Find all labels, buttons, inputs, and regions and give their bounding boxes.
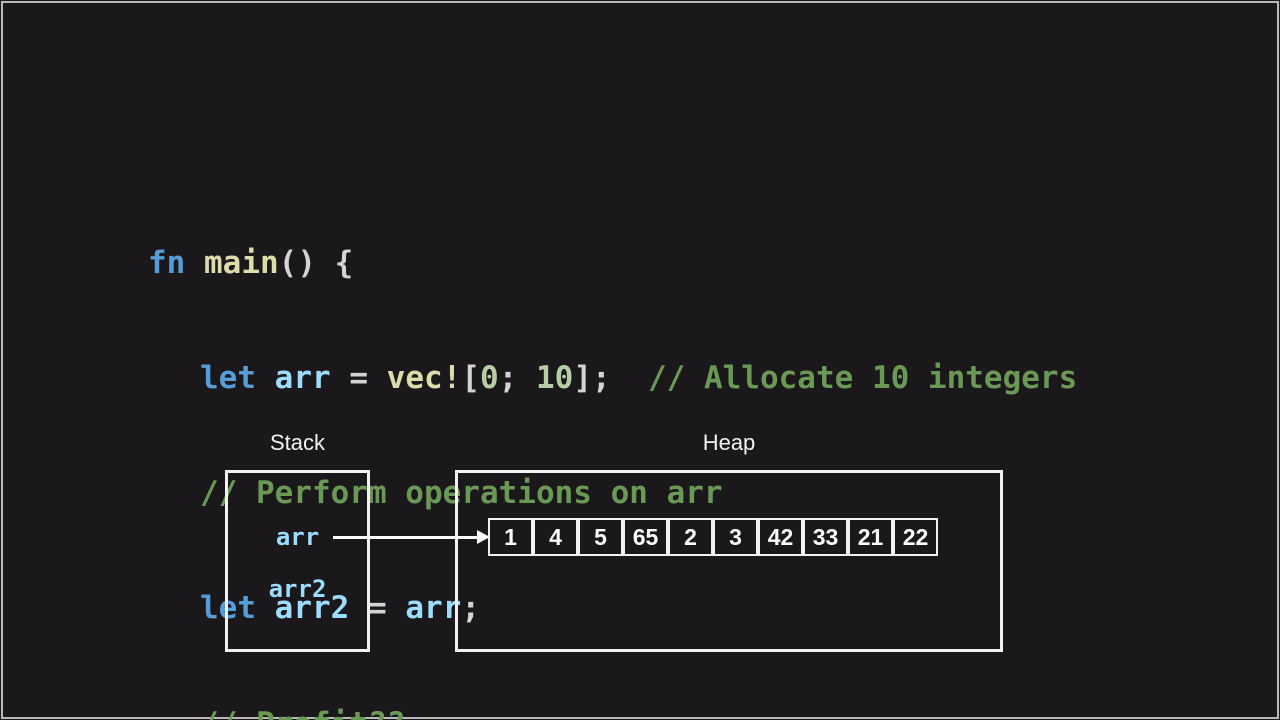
heap-cell: 3 xyxy=(713,518,758,556)
heap-array: 1 4 5 65 2 3 42 33 21 22 xyxy=(488,518,938,556)
code-token: ]; xyxy=(573,360,611,397)
code-token xyxy=(256,360,275,396)
heap-cell: 1 xyxy=(488,518,533,556)
heap-cell: 21 xyxy=(848,518,893,556)
code-block: fn main() { let arr = vec![0; 10]; // Al… xyxy=(148,167,1077,720)
code-token: let xyxy=(200,590,256,627)
code-comment: // Perform operations on arr xyxy=(200,475,723,512)
heap-cell: 42 xyxy=(758,518,803,556)
code-token: let xyxy=(200,360,256,397)
code-line-4: let arr2 = arr; xyxy=(148,589,1077,627)
pointer-arrow-line xyxy=(333,536,479,539)
code-token xyxy=(185,245,204,281)
stack-var-arr2: arr2 xyxy=(268,575,327,603)
code-line-2: let arr = vec![0; 10]; // Allocate 10 in… xyxy=(148,359,1077,397)
code-token: ; xyxy=(461,590,480,627)
code-line-3: // Perform operations on arr xyxy=(148,474,1077,512)
code-token: vec! xyxy=(386,360,462,397)
code-token: fn xyxy=(148,244,186,281)
heap-cell: 2 xyxy=(668,518,713,556)
pointer-arrow-head-icon xyxy=(477,530,490,544)
stack-var-arr: arr xyxy=(275,523,320,551)
code-comment: // Allocate 10 integers xyxy=(610,360,1078,397)
stack-label: Stack xyxy=(269,430,326,455)
code-line-5: // Profit?? xyxy=(148,705,1077,720)
code-token: 10 xyxy=(536,360,574,397)
code-token: [ xyxy=(461,360,480,397)
code-comment: // Profit?? xyxy=(200,706,405,720)
heap-cell: 22 xyxy=(893,518,938,556)
stack-box xyxy=(225,470,370,652)
heap-cell: 4 xyxy=(533,518,578,556)
code-token: = xyxy=(349,590,406,627)
code-token: arr2 xyxy=(274,590,350,627)
heap-cell: 5 xyxy=(578,518,623,556)
code-token: arr xyxy=(274,360,331,397)
heap-cell: 65 xyxy=(623,518,668,556)
code-token: 0 xyxy=(480,360,499,397)
code-token: = xyxy=(330,360,387,397)
heap-cell: 33 xyxy=(803,518,848,556)
heap-label: Heap xyxy=(702,430,756,455)
code-token: () { xyxy=(278,244,354,281)
code-token: ; xyxy=(498,360,536,397)
code-token: arr xyxy=(405,590,462,627)
heap-box xyxy=(455,470,1003,652)
code-token: main xyxy=(204,244,279,281)
code-line-1: fn main() { xyxy=(148,244,1077,282)
